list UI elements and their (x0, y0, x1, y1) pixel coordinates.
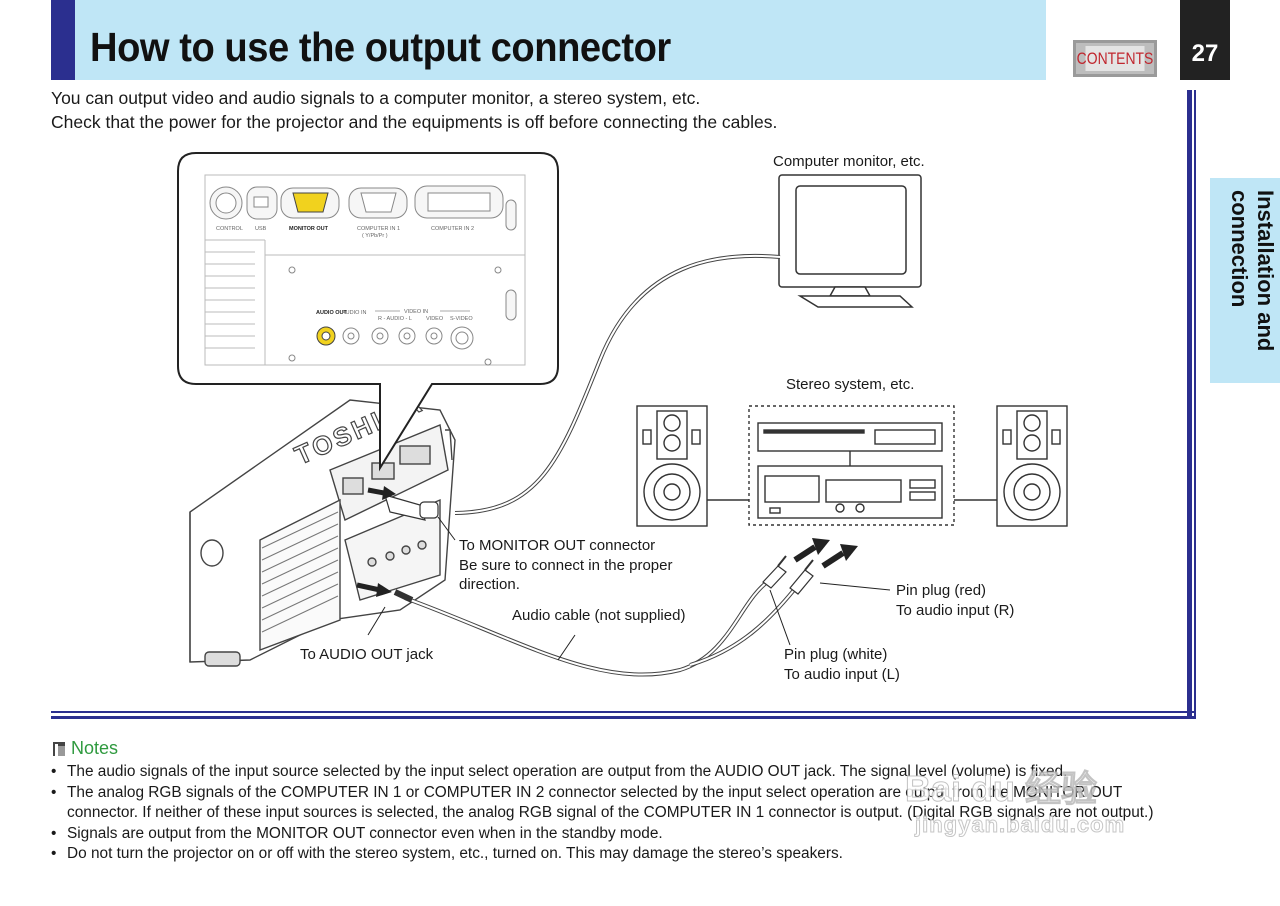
panel-label-usb: USB (255, 226, 267, 232)
pin-plug-white-label: Pin plug (white) To audio input (L) (784, 645, 900, 684)
page-title: How to use the output connector (90, 24, 671, 70)
connection-diagram: TOSHIBA CONTROL USB (177, 152, 1068, 677)
panel-label-computer-in-1-sub: ( Y/Pb/Pr ) (362, 233, 388, 239)
contents-button-label: CONTENTS (1077, 46, 1153, 71)
intro-line-1: You can output video and audio signals t… (51, 88, 701, 108)
contents-button[interactable]: CONTENTS (1073, 40, 1157, 77)
vga-plug (384, 494, 439, 521)
pin-plug-white-line-1: Pin plug (white) (784, 646, 888, 663)
panel-label-r-audio-l: R - AUDIO - L (378, 316, 412, 322)
insert-arrow-white (793, 544, 817, 563)
section-tab[interactable]: Installation and connection (1210, 178, 1280, 383)
intro-line-2: Check that the power for the projector a… (51, 112, 778, 132)
insert-arrow-audio (356, 582, 381, 593)
panel-label-computer-in-2: COMPUTER IN 2 (431, 226, 474, 232)
bottom-rule-thick (51, 716, 1196, 719)
panel-label-video: VIDEO (426, 316, 444, 322)
pin-plug-red-line-2: To audio input (R) (896, 601, 1015, 619)
header-accent (51, 0, 75, 80)
panel-label-monitor-out: MONITOR OUT (289, 226, 329, 232)
note-item: The audio signals of the input source se… (51, 762, 1181, 783)
panel-label-computer-in-1: COMPUTER IN 1 (357, 226, 400, 232)
pin-plug-red-label: Pin plug (red) To audio input (R) (896, 581, 1014, 620)
note-item: Signals are output from the MONITOR OUT … (51, 824, 1181, 845)
projector-illustration (189, 399, 456, 667)
audio-out-jack-label: To AUDIO OUT jack (300, 646, 434, 663)
watermark-url: jingyan.baidu.com (914, 812, 1126, 838)
notes-list: The audio signals of the input source se… (51, 762, 1181, 865)
bottom-rule (51, 711, 1196, 713)
monitor-label: Computer monitor, etc. (773, 153, 925, 170)
insert-arrow-red (821, 550, 845, 569)
right-rule (1187, 90, 1192, 718)
section-tab-label: Installation and connection (1227, 190, 1278, 352)
stereo-system-illustration (636, 405, 1068, 527)
audio-cable-label: Audio cable (not supplied) (512, 607, 686, 624)
panel-label-audio-in: AUDIO IN (342, 310, 366, 316)
notes-title: Notes (71, 738, 119, 758)
right-rule-thin (1194, 90, 1196, 718)
rear-panel-closeup (204, 174, 526, 366)
pin-plug-white-line-2: To audio input (L) (784, 665, 900, 683)
page-number: 27 (1180, 0, 1230, 80)
monitor-out-note-line-2: Be sure to connect in the proper (459, 556, 673, 574)
pin-plug-red-line-1: Pin plug (red) (896, 582, 987, 599)
monitor-out-note: To MONITOR OUT connector Be sure to conn… (459, 536, 672, 595)
computer-monitor-illustration (778, 174, 922, 308)
header-bar (51, 0, 1046, 80)
stereo-label: Stereo system, etc. (786, 376, 915, 393)
pin-plugs (762, 555, 814, 595)
panel-label-s-video: S-VIDEO (450, 316, 473, 322)
watermark-logo: Bai du 经验 (904, 768, 1098, 810)
monitor-out-note-line-1: To MONITOR OUT connector (459, 537, 656, 554)
notes-header: Notes (52, 738, 118, 759)
monitor-out-note-line-3: direction. (459, 576, 520, 593)
panel-label-video-in: VIDEO IN (404, 309, 428, 315)
notes-icon (53, 741, 65, 756)
insert-arrow-monitor (367, 487, 385, 496)
panel-label-control: CONTROL (216, 226, 243, 232)
note-item: The analog RGB signals of the COMPUTER I… (51, 783, 1181, 824)
panel-label-audio-out: AUDIO OUT (316, 310, 348, 316)
note-item: Do not turn the projector on or off with… (51, 844, 1181, 865)
